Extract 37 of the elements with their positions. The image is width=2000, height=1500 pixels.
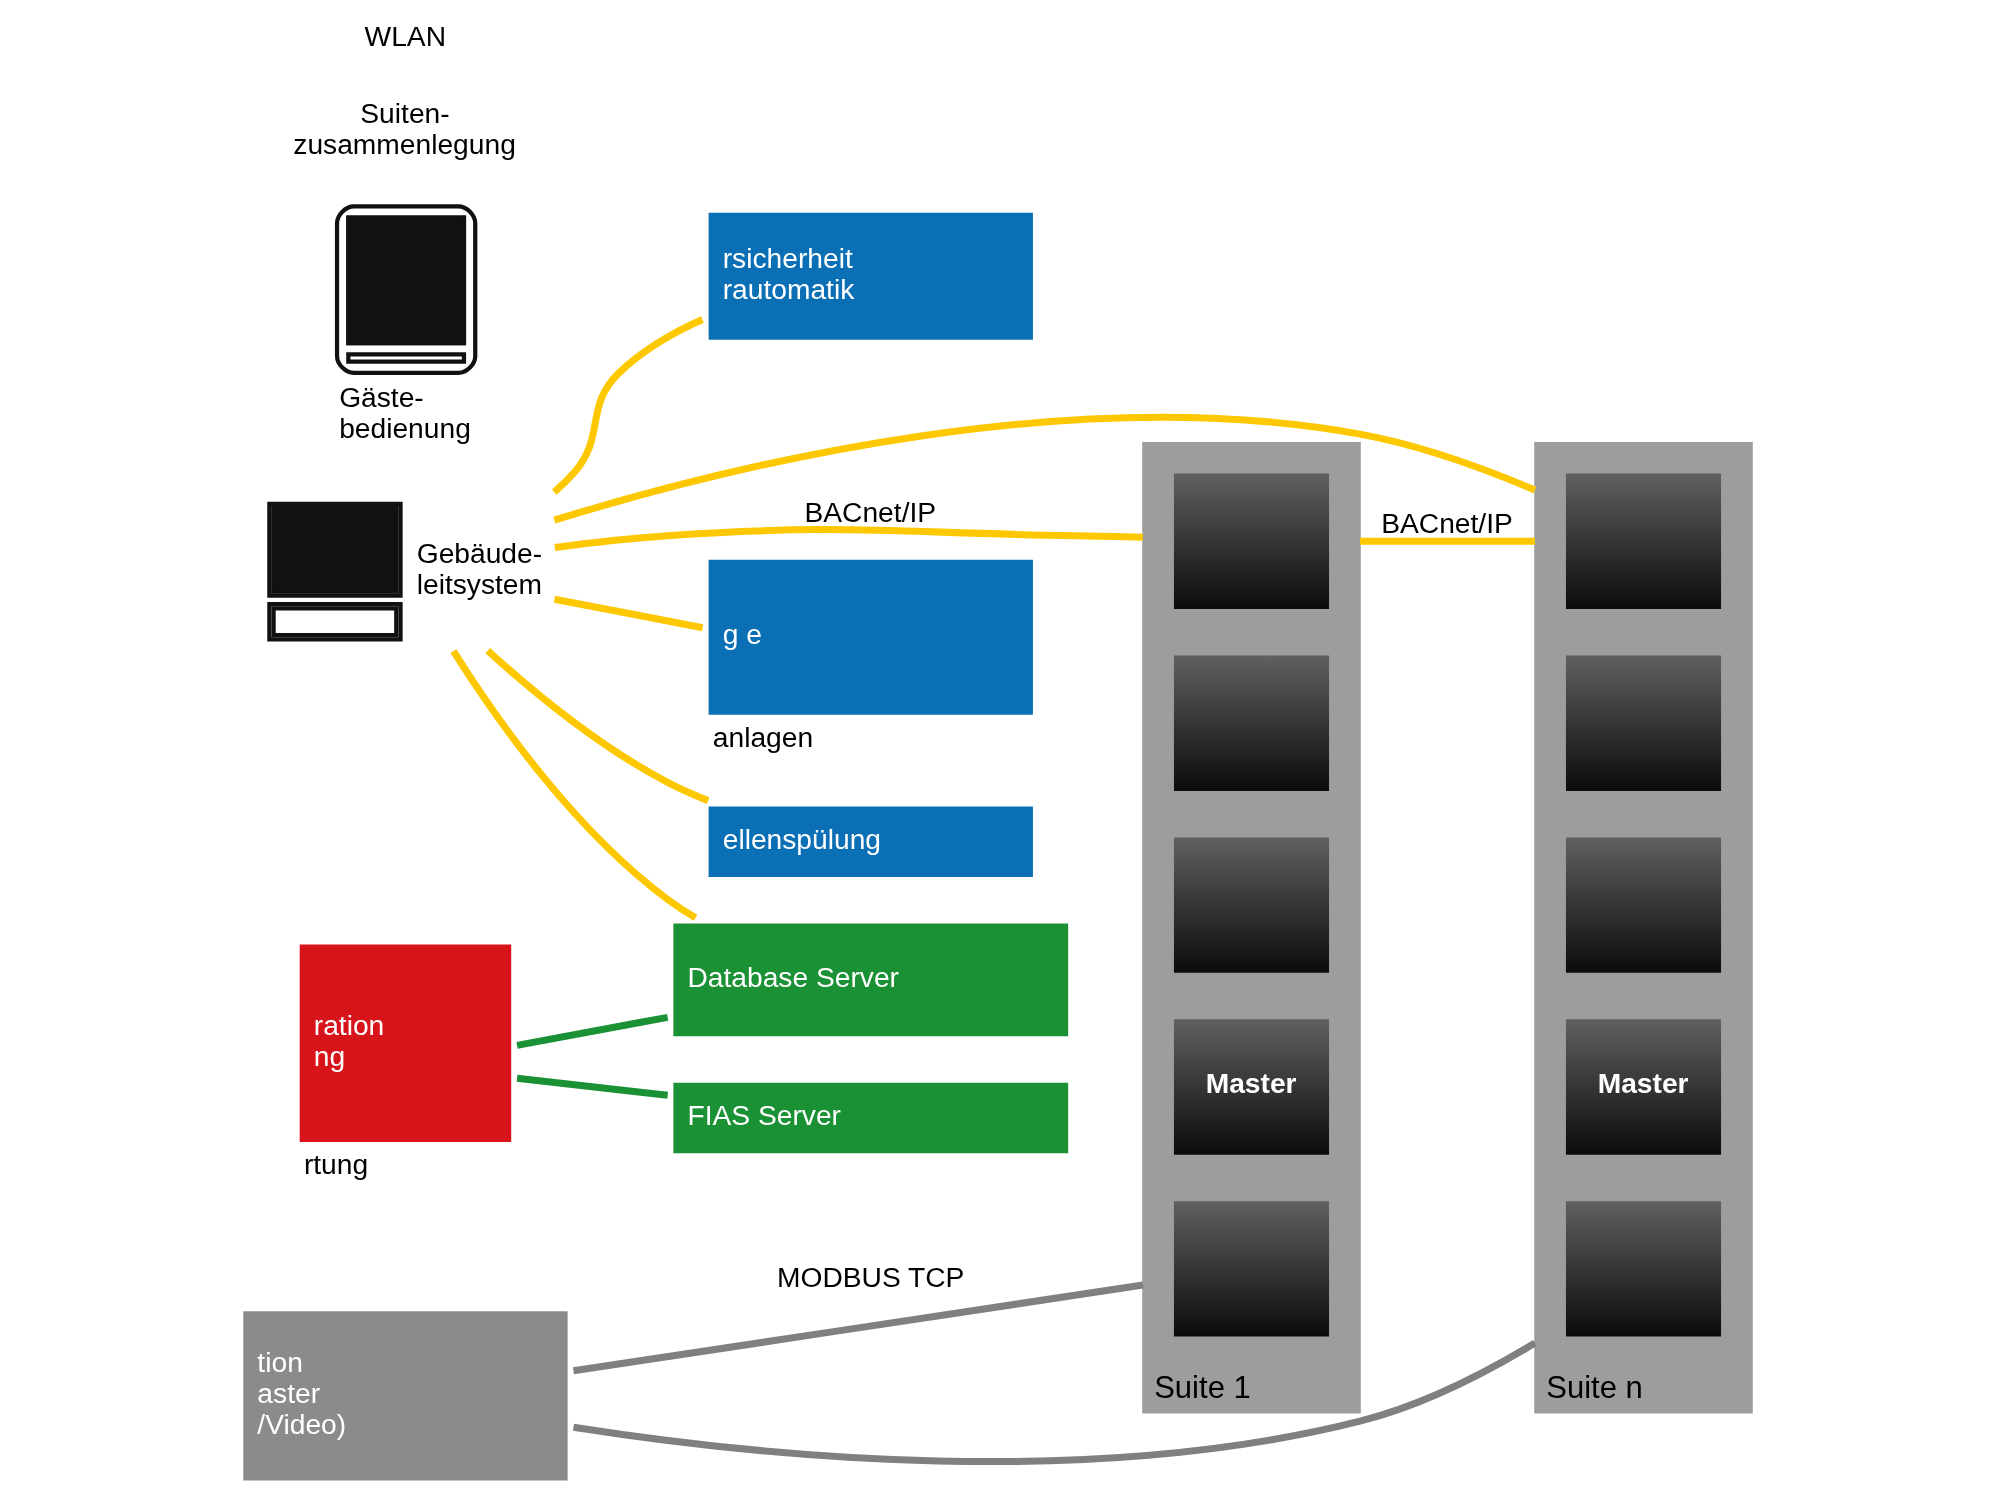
connector [1359,537,1535,545]
node-label: Gäste- bedienung [338,381,471,445]
node-box: FIAS Server [672,1082,1068,1154]
node-picture [1173,655,1329,791]
node-label: anlagen [712,721,813,754]
connector [552,414,1536,524]
node-box: Master [1173,1019,1329,1155]
label: Suiten- zusammenlegung [292,96,516,160]
connector [516,1074,668,1099]
node-box: g e [708,559,1033,715]
connector [449,649,697,921]
node-box: tion aster /Video) [242,1311,568,1481]
node-picture [1173,837,1329,973]
label: WLAN [364,20,446,53]
node-picture [1173,473,1329,609]
node-picture [1173,1201,1329,1337]
node-picture [1565,473,1721,609]
node-box: rsicherheit rautomatik [708,212,1033,340]
node-box: ellenspülung [708,806,1033,877]
connector [572,1281,1143,1375]
edge-label: BACnet/IP [804,495,936,528]
connector [484,648,709,804]
node-box: Database Server [672,923,1068,1037]
connector [515,1013,668,1049]
node-box: ration ng [299,944,511,1142]
node-label: Gebäude- leitsystem [416,537,542,601]
node-picture [1565,655,1721,791]
connector [553,526,1143,551]
connector [551,316,704,495]
connector [572,1340,1537,1466]
node-label: rtung [303,1148,368,1181]
node-picture [1565,837,1721,973]
edge-label: MODBUS TCP [776,1261,964,1294]
node-box: Master [1565,1019,1721,1155]
edge-label: BACnet/IP [1380,506,1513,539]
node-picture [1565,1201,1721,1337]
connector [553,595,703,632]
